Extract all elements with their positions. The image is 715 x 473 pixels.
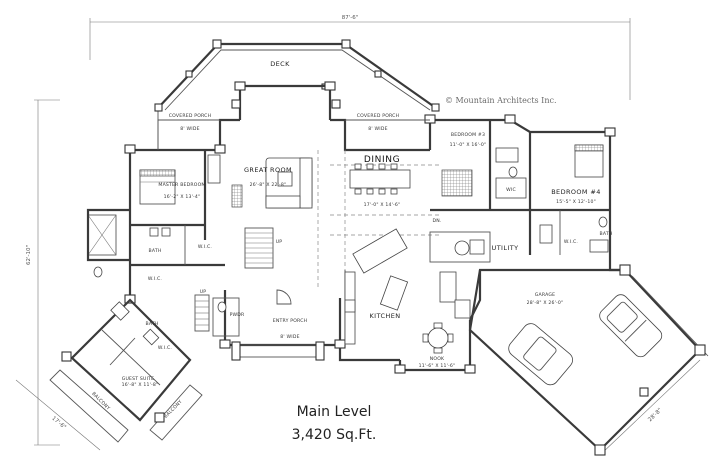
nook-size: 11'-6" X 11'-6" — [419, 363, 456, 369]
overall-depth-dimension: 62'-10" — [26, 245, 32, 265]
garage: GARAGE 28'-8" X 26'-0" — [468, 264, 709, 456]
kitchen: KITCHEN — [344, 228, 471, 345]
bedroom-4-name: BEDROOM #4 — [551, 188, 601, 196]
truck-icon — [599, 294, 663, 358]
utility-label: UTILITY — [492, 244, 519, 252]
master-bedroom-size: 16'-2" X 13'-4" — [164, 194, 201, 200]
deck: DECK — [154, 39, 440, 150]
covered-porch-left-name: COVERED PORCH — [169, 113, 212, 119]
master-wic-label: W.I.C. — [198, 244, 212, 250]
bedroom-4-wic-label: W.I.C. — [564, 239, 578, 245]
entry-porch-size: 8' WIDE — [280, 334, 299, 340]
guest-bath-label: BATH — [146, 321, 159, 327]
dining: DINING 17'-0" X 14'-6" DN. — [330, 155, 473, 236]
entry-porch-name: ENTRY PORCH — [273, 318, 308, 324]
guest-wic-label: W.I.C. — [158, 345, 172, 351]
powder-room: PWDR — [212, 297, 245, 337]
covered-porch-right-size: 8' WIDE — [368, 126, 387, 132]
bedroom-4-bath-label: BATH — [600, 231, 613, 237]
deck-label: DECK — [270, 60, 290, 68]
pwdr-label: PWDR — [230, 312, 245, 318]
covered-porch-right: COVERED PORCH 8' WIDE — [345, 113, 430, 132]
stair-up-label: UP — [276, 239, 283, 245]
great-room-size: 26'-8" X 22'-8" — [250, 182, 287, 188]
bedroom-4-size: 15'-5" X 12'-10" — [556, 199, 596, 205]
bedroom-4: BEDROOM #4 15'-5" X 12'-10" BATH W.I.C. — [528, 132, 613, 255]
covered-porch-right-name: COVERED PORCH — [357, 113, 400, 119]
utility: UTILITY — [429, 231, 519, 263]
entry-porch: ENTRY PORCH 8' WIDE — [231, 289, 325, 361]
guest-wing-dimension: 17'-6" — [50, 416, 67, 431]
master-wic2-label: W.I.C. — [148, 276, 162, 282]
stairs: UP UP — [194, 227, 283, 332]
stair-down-label: DN. — [432, 218, 441, 224]
master-bath-label: BATH — [149, 248, 162, 254]
bedroom-3: BEDROOM #3 11'-0" X 16'-0" WIC — [430, 120, 530, 212]
garage-size: 28'-8" X 26'-0" — [527, 300, 564, 306]
dining-name: DINING — [364, 155, 400, 165]
garage-name: GARAGE — [535, 292, 555, 298]
master-bedroom: MASTER BEDROOM 16'-2" X 13'-4" — [130, 150, 221, 240]
stair-up2-label: UP — [200, 289, 207, 295]
bedroom-3-wic-label: WIC — [506, 187, 516, 193]
balcony-2-label: BALCONY — [163, 399, 184, 420]
caption-area: 3,420 Sq.Ft. — [292, 427, 377, 443]
master-bedroom-name: MASTER BEDROOM — [158, 182, 205, 188]
covered-porch-left-size: 8' WIDE — [180, 126, 199, 132]
balcony-1-label: BALCONY — [90, 391, 111, 412]
garage-wing-dimension: 28'-8" — [647, 407, 663, 423]
car-icon — [508, 323, 573, 386]
kitchen-label: KITCHEN — [370, 312, 401, 320]
nook: NOOK 11'-6" X 11'-6" — [419, 322, 456, 369]
dining-size: 17'-0" X 14'-6" — [364, 202, 401, 208]
bedroom-3-size: 11'-0" X 16'-0" — [450, 142, 487, 148]
great-room-name: GREAT ROOM — [244, 166, 292, 174]
guest-suite: BATH W.I.C. GUEST SUITE 16'-8" X 11'-8" … — [49, 298, 203, 443]
guest-suite-size: 16'-8" X 11'-8" — [122, 382, 159, 388]
overall-width-dimension: 87'-6" — [342, 15, 359, 21]
guest-suite-name: GUEST SUITE — [122, 376, 155, 382]
master-bath: BATH W.I.C. W.I.C. — [86, 208, 225, 282]
bedroom-3-name: BEDROOM #3 — [451, 132, 485, 138]
caption-level: Main Level — [297, 404, 372, 420]
copyright-text: © Mountain Architects Inc. — [445, 96, 557, 105]
nook-name: NOOK — [430, 356, 445, 362]
covered-porch-left: COVERED PORCH 8' WIDE — [157, 113, 220, 150]
great-room: GREAT ROOM 26'-8" X 22'-8" — [231, 150, 346, 290]
